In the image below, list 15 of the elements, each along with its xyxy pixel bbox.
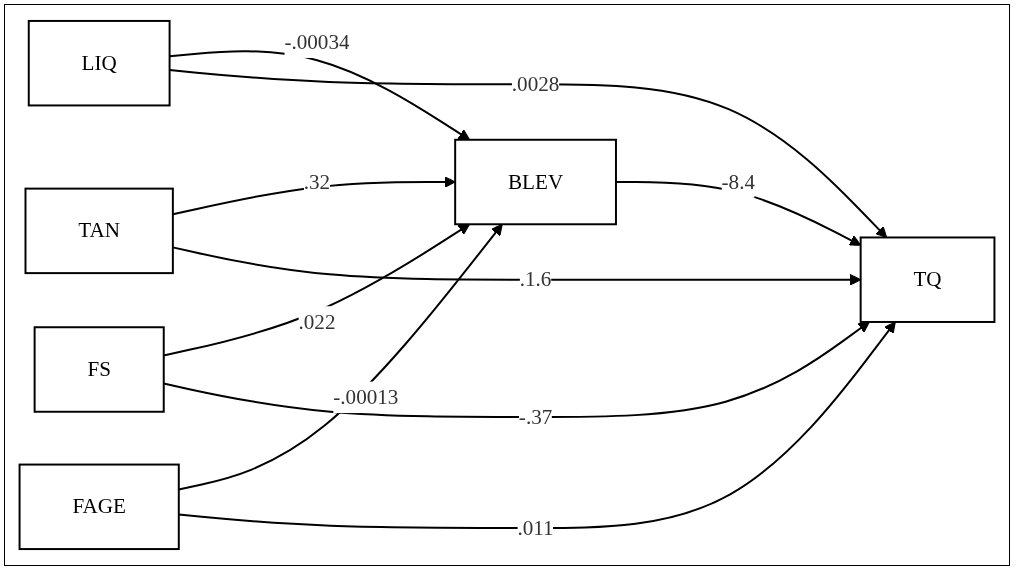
edge-label: .011 [517, 516, 554, 539]
edge-label: .1.6 [519, 267, 552, 291]
edge-label: .022 [298, 310, 336, 333]
node-box: FS [33, 326, 165, 413]
edge-label: -8.4 [721, 170, 756, 193]
edge-label: -.00034 [284, 30, 350, 53]
edge-label: -.37 [518, 405, 553, 428]
node-box: BLEV [454, 138, 617, 226]
edge-label: .0028 [511, 72, 560, 95]
node-box: TQ [859, 236, 996, 323]
node-box: FAGE [18, 463, 180, 551]
node-box: TAN [24, 187, 174, 275]
edge-label: -.00013 [333, 385, 399, 408]
node-box: LIQ [27, 19, 171, 107]
edge-label: .32 [303, 170, 331, 193]
